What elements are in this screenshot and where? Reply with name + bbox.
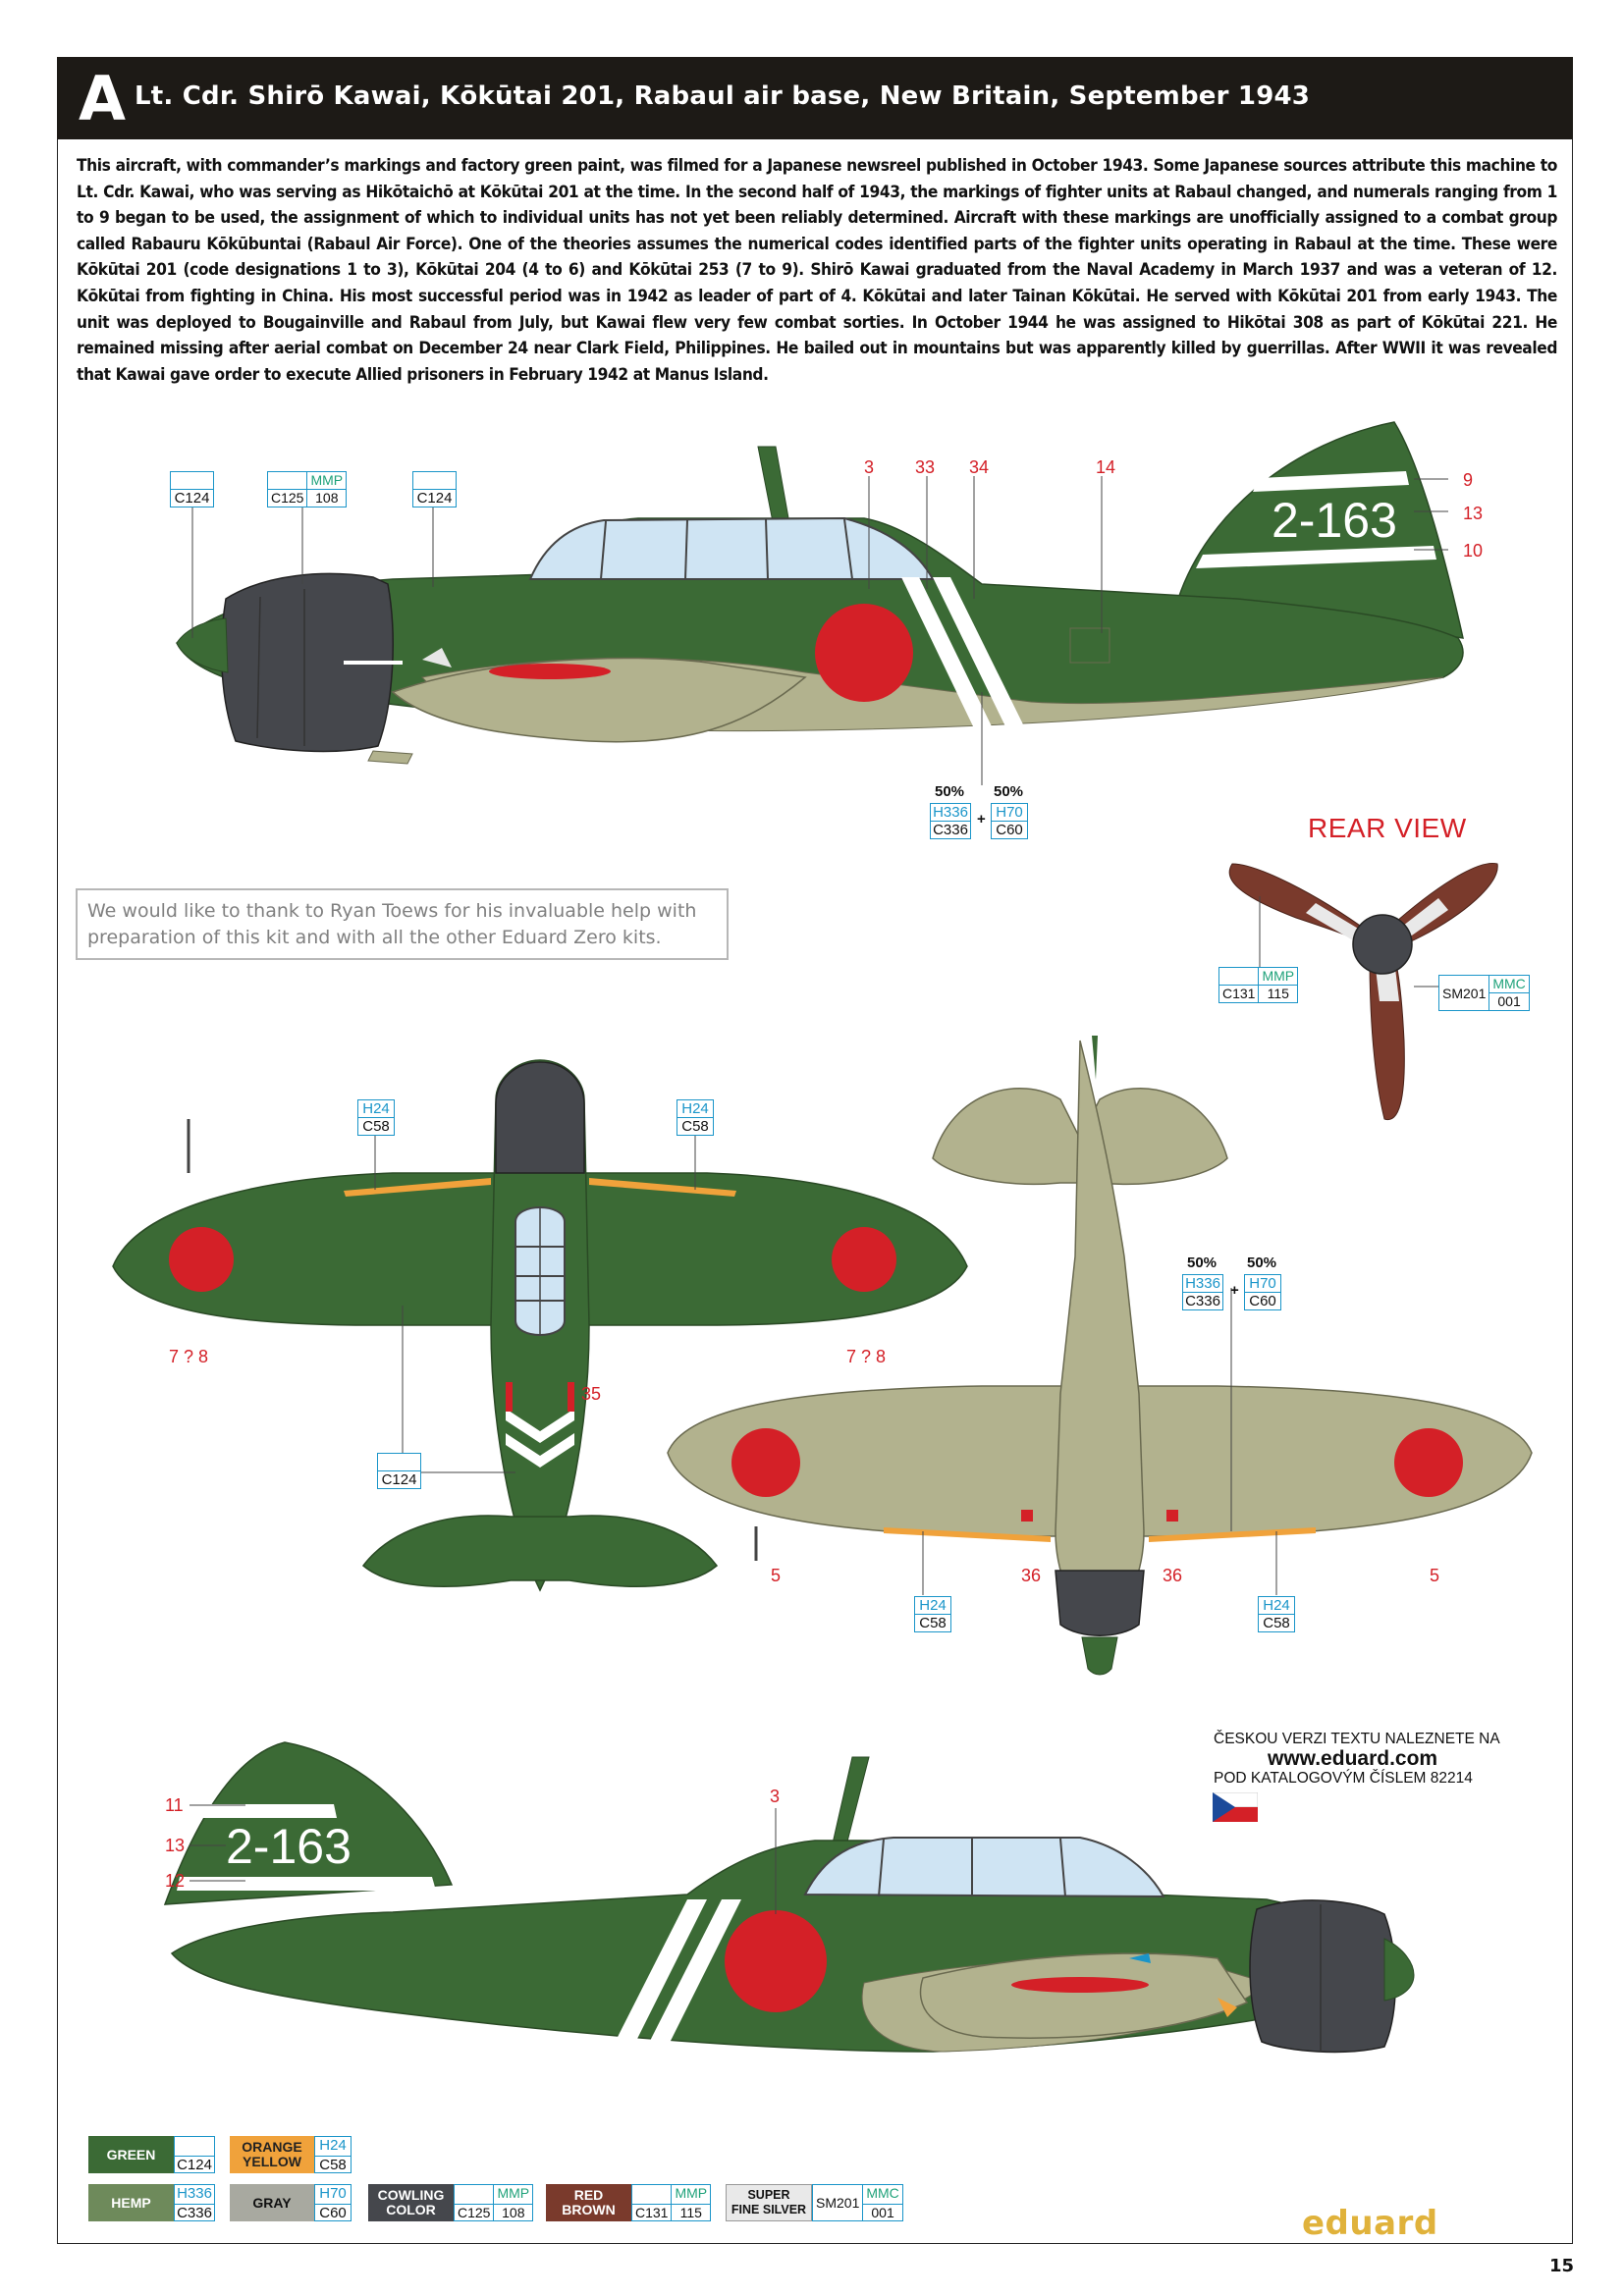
- marking-14: 14: [1096, 457, 1116, 477]
- mix-plus-b: +: [1230, 1282, 1239, 1299]
- profile-letter: A: [79, 63, 126, 134]
- marking-9: 9: [1463, 470, 1474, 490]
- top-view-leaders: [374, 1134, 696, 1473]
- marking-7q8-right: 7 ? 8: [846, 1347, 887, 1366]
- legend-gray: GRAY: [230, 2184, 314, 2221]
- mix-50-d: 50%: [1247, 1255, 1277, 1271]
- marking-3-right: 3: [770, 1787, 781, 1806]
- page-number: 15: [1549, 2256, 1575, 2276]
- intro-paragraph: This aircraft, with commander’s markings…: [77, 156, 1557, 385]
- czech-flag-icon: [1213, 1792, 1258, 1822]
- right-profile-aircraft: 2-163: [163, 1741, 1415, 2054]
- mix-50-c: 50%: [1187, 1255, 1218, 1271]
- marking-13: 13: [1463, 504, 1484, 523]
- left-profile-leaders: [191, 476, 1448, 785]
- marking-35: 35: [581, 1384, 602, 1404]
- mix-50-b: 50%: [994, 783, 1024, 800]
- propeller-rear-view: [1228, 862, 1498, 1121]
- marking-36-left: 36: [1021, 1566, 1042, 1585]
- title-bar: [57, 57, 1573, 139]
- legend-green: GREEN: [88, 2136, 174, 2173]
- marking-10: 10: [1463, 541, 1484, 561]
- czech-version-note: ČESKOU VERZI TEXTU NALEZNETE NA www.edua…: [1214, 1731, 1500, 1787]
- callout-c124-a: C124: [170, 471, 214, 507]
- mix-plus-a: +: [977, 811, 986, 828]
- marking-33: 33: [915, 457, 936, 477]
- callout-c124-b: C124: [412, 471, 457, 507]
- marking-11: 11: [165, 1795, 184, 1815]
- callout-c124-top: C124: [377, 1453, 421, 1489]
- tail-code-right: 2-163: [226, 1819, 352, 1874]
- thanks-note: We would like to thank to Ryan Toews for…: [76, 888, 729, 960]
- marking-7q8-left: 7 ? 8: [169, 1347, 209, 1366]
- bottom-view-leaders: [922, 1288, 1277, 1595]
- marking-12: 12: [165, 1871, 186, 1891]
- top-view-aircraft: [112, 1059, 968, 1592]
- eduard-logo: eduard: [1302, 2204, 1438, 2243]
- mix-50-a: 50%: [935, 783, 965, 800]
- marking-5-left: 5: [771, 1566, 782, 1585]
- right-profile-leaders: [189, 1804, 777, 1914]
- left-profile-aircraft: 2-163: [176, 421, 1464, 765]
- bottom-view-aircraft: [667, 1036, 1533, 1676]
- legend-green-code: C124: [174, 2136, 215, 2173]
- rear-view-label: REAR VIEW: [1308, 813, 1467, 843]
- page-title: Lt. Cdr. Shirō Kawai, Kōkūtai 201, Rabau…: [135, 81, 1311, 111]
- tail-code-left: 2-163: [1272, 493, 1397, 548]
- legend-hemp: HEMP: [88, 2184, 174, 2221]
- marking-13-right: 13: [165, 1836, 186, 1855]
- marking-5-right: 5: [1430, 1566, 1440, 1585]
- marking-34: 34: [969, 457, 990, 477]
- marking-36-right: 36: [1163, 1566, 1183, 1585]
- marking-3: 3: [864, 457, 875, 477]
